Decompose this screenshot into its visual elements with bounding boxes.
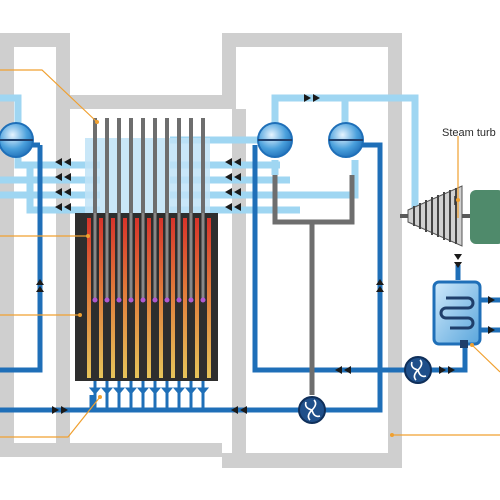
steam-separator-icon — [0, 122, 34, 158]
control-rods — [93, 118, 205, 213]
control-rod-tips — [93, 213, 205, 300]
feedwater-pump-icon — [404, 356, 432, 384]
flow-arrow-icon — [36, 94, 495, 414]
condenser-icon — [432, 280, 482, 348]
drain-lines — [272, 175, 355, 395]
generator-icon — [470, 190, 500, 244]
turbine-icon — [400, 185, 470, 247]
reactor-core — [75, 213, 218, 381]
core-inlet-nozzles — [88, 381, 210, 408]
steam-turbine-label: Steam turb — [442, 127, 496, 139]
recirculation-pump-icon — [298, 396, 326, 424]
leader-lines — [0, 69, 500, 438]
steam-separator-icon — [257, 122, 293, 158]
fuel-rods — [87, 218, 211, 378]
steam-separator-icon — [328, 122, 364, 158]
